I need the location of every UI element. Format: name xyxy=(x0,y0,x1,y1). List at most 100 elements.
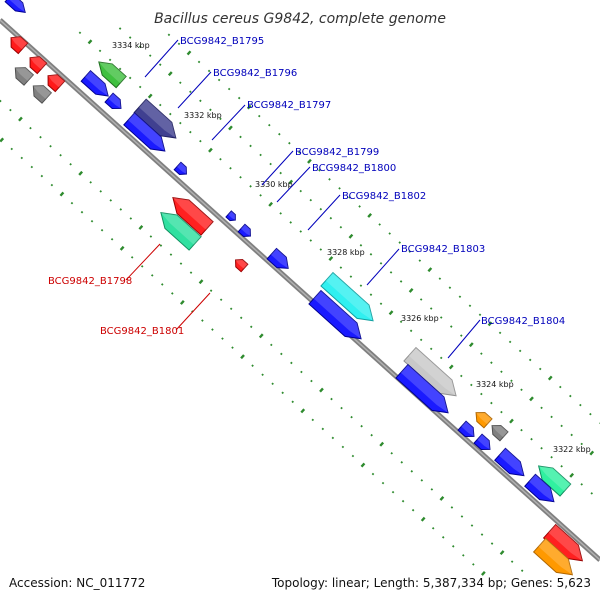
gene-feature[interactable] xyxy=(11,63,35,86)
rail-dot xyxy=(59,153,62,157)
gene-label-bcg9842-b1799[interactable]: BCG9842_B1799 xyxy=(295,147,379,158)
rail-dot xyxy=(138,45,142,48)
rail-dot xyxy=(59,191,65,197)
gene-arrow xyxy=(494,447,525,477)
gene-feature[interactable] xyxy=(4,0,29,16)
rail-dot xyxy=(328,178,331,181)
rail-dot xyxy=(179,81,182,85)
rail-dot xyxy=(401,499,405,503)
rail-dot xyxy=(458,295,462,298)
rail-dot xyxy=(249,325,253,329)
rail-dot xyxy=(569,394,572,398)
gene-feature[interactable] xyxy=(395,363,454,420)
rail-dot xyxy=(110,238,114,241)
gene-feature[interactable] xyxy=(237,223,254,239)
gene-feature[interactable] xyxy=(533,460,572,497)
gene-label-bcg9842-b1797[interactable]: BCG9842_B1797 xyxy=(247,100,331,111)
gene-feature[interactable] xyxy=(473,433,494,454)
gene-feature[interactable] xyxy=(94,56,127,89)
gene-label-bcg9842-b1803[interactable]: BCG9842_B1803 xyxy=(401,244,485,255)
gene-label-bcg9842-b1802[interactable]: BCG9842_B1802 xyxy=(342,191,426,202)
gene-feature[interactable] xyxy=(457,420,478,441)
rail-dot xyxy=(329,216,333,220)
gene-label-bcg9842-b1798[interactable]: BCG9842_B1798 xyxy=(48,276,132,287)
rail-dot xyxy=(359,284,363,287)
rail-dot xyxy=(179,300,185,305)
gene-label-bcg9842-b1804[interactable]: BCG9842_B1804 xyxy=(481,316,565,327)
gene-feature[interactable] xyxy=(104,92,125,113)
rail-dot xyxy=(408,250,412,253)
rail-dot xyxy=(410,470,414,473)
rail-dot xyxy=(419,298,423,301)
gene-label-bcg9842-b1795[interactable]: BCG9842_B1795 xyxy=(180,36,264,47)
gene-feature[interactable] xyxy=(133,98,182,144)
rail-dot xyxy=(288,141,291,145)
genome-axis xyxy=(0,18,600,562)
gene-feature[interactable] xyxy=(494,447,529,481)
tick-label: 3334 kbp xyxy=(112,41,150,50)
rail-dot xyxy=(0,137,5,143)
rail-dot xyxy=(311,418,315,422)
rail-dot xyxy=(481,570,486,576)
gene-feature[interactable] xyxy=(25,52,48,75)
gene-features xyxy=(4,0,589,582)
leader-line xyxy=(144,39,179,78)
rail-dot xyxy=(179,262,183,265)
gene-feature[interactable] xyxy=(308,289,367,346)
rail-dot xyxy=(20,156,24,160)
rail-dot xyxy=(10,147,14,151)
rail-dot xyxy=(388,232,391,235)
gene-label-bcg9842-b1801[interactable]: BCG9842_B1801 xyxy=(100,326,184,337)
gene-feature[interactable] xyxy=(524,473,559,507)
rail-dot xyxy=(381,481,385,485)
rail-dot xyxy=(520,388,523,392)
gene-feature[interactable] xyxy=(320,271,379,328)
gene-arrow-highlight xyxy=(548,524,583,561)
rail-dot xyxy=(580,442,583,446)
gene-labels: BCG9842_B1795 BCG9842_B1796 BCG9842_B179… xyxy=(48,36,565,337)
gene-feature[interactable] xyxy=(123,112,170,157)
rail-dot xyxy=(341,445,345,449)
gene-arrow xyxy=(403,346,457,397)
rail-dot xyxy=(310,379,313,383)
gene-feature[interactable] xyxy=(80,70,113,101)
rail-dot xyxy=(369,293,373,296)
gene-arrow xyxy=(542,523,584,562)
gene-feature[interactable] xyxy=(542,523,589,568)
gene-label-bcg9842-b1800[interactable]: BCG9842_B1800 xyxy=(312,163,396,174)
gene-arrow-highlight xyxy=(160,212,202,245)
gene-feature[interactable] xyxy=(29,81,53,104)
gene-arrow-highlight xyxy=(408,347,457,396)
gene-label-bcg9842-b1796[interactable]: BCG9842_B1796 xyxy=(213,68,297,79)
rail-dot xyxy=(439,495,445,501)
rail-dot xyxy=(169,112,172,116)
gene-arrow-highlight xyxy=(477,434,490,450)
rail-dot xyxy=(199,99,202,103)
gene-arrow-highlight xyxy=(400,364,449,413)
gene-feature[interactable] xyxy=(173,161,190,177)
gene-feature[interactable] xyxy=(472,408,493,429)
gene-feature[interactable] xyxy=(266,247,293,273)
rail-dot xyxy=(198,279,204,285)
gene-arrow-highlight xyxy=(11,36,28,50)
gene-feature[interactable] xyxy=(488,421,509,442)
gene-feature[interactable] xyxy=(43,70,66,93)
gene-feature[interactable] xyxy=(232,256,249,273)
rail-dot xyxy=(290,361,293,365)
leader-line xyxy=(261,150,294,186)
rail-dot xyxy=(211,328,214,331)
rail-dot xyxy=(186,50,192,56)
gene-feature[interactable] xyxy=(167,191,214,236)
gene-feature[interactable] xyxy=(6,32,29,55)
rail-dot xyxy=(371,472,375,476)
gene-feature[interactable] xyxy=(155,206,202,251)
gene-feature[interactable] xyxy=(532,537,579,582)
rail-dot xyxy=(249,144,252,148)
gene-feature[interactable] xyxy=(403,346,462,403)
rail-dot xyxy=(359,244,363,247)
rail-dot xyxy=(78,170,84,176)
rail-dot xyxy=(478,313,482,317)
rail-dot xyxy=(438,277,442,280)
rail-dot xyxy=(208,147,213,153)
gene-feature[interactable] xyxy=(225,210,238,223)
